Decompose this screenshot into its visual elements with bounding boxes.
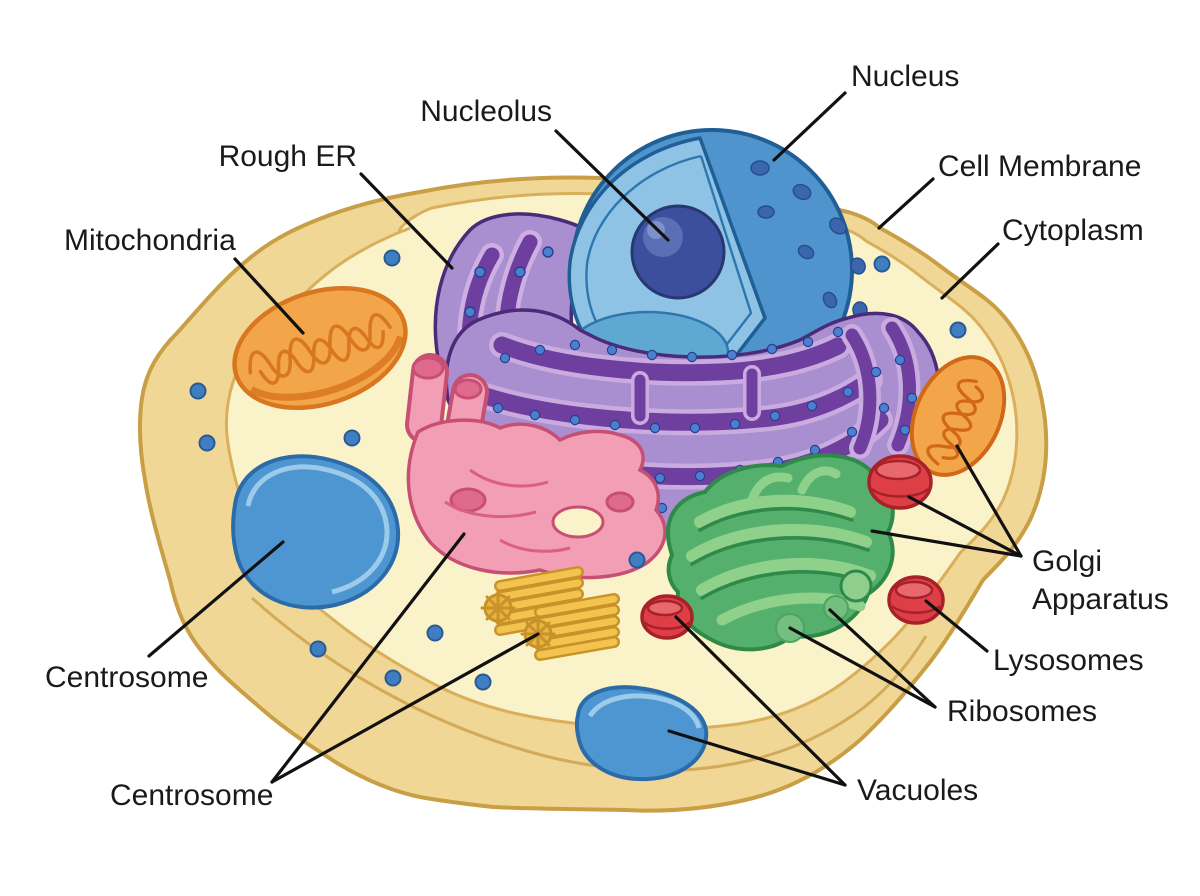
label-ribosomes: Ribosomes: [947, 695, 1097, 728]
leader-vacuoles-2: [667, 729, 847, 787]
leader-rough-er: [359, 172, 454, 270]
leader-lysosomes: [924, 599, 989, 653]
leader-ribosomes-1: [788, 626, 937, 709]
leader-vacuoles-1: [674, 615, 847, 787]
golgi-apparatus: [666, 453, 895, 652]
leader-lines: [147, 91, 1023, 787]
golgi-vesicle: [839, 569, 873, 603]
mitochondrion-left: [232, 285, 408, 411]
label-golgi-line1: Golgi: [1032, 545, 1102, 578]
centrioles: [480, 566, 620, 661]
mitochondrion-right: [909, 355, 1007, 477]
vacuole-left: [231, 454, 401, 610]
lysosome-center: [640, 594, 694, 640]
label-cytoplasm: Cytoplasm: [1002, 214, 1144, 247]
label-centrosome-left: Centrosome: [45, 661, 208, 694]
label-cell-membrane: Cell Membrane: [938, 150, 1141, 183]
label-centrosome-bottom: Centrosome: [110, 779, 273, 812]
leader-golgi-2: [907, 495, 1023, 558]
label-lysosomes: Lysosomes: [993, 644, 1144, 677]
leader-nucleus: [772, 91, 847, 162]
lysosome-upper-right: [867, 454, 933, 510]
labels: Nucleolus Nucleus Rough ER Mitochondria …: [45, 60, 1169, 812]
leader-centrosome-bottom-2: [270, 632, 540, 784]
cristae: [926, 378, 978, 466]
smooth-er: [405, 353, 667, 580]
label-nucleus: Nucleus: [851, 60, 959, 93]
leader-cytoplasm: [940, 242, 1000, 300]
lysosome-lower-right: [887, 575, 945, 625]
vacuole-bottom: [574, 685, 709, 782]
label-rough-er: Rough ER: [219, 140, 357, 173]
nucleus: [566, 128, 868, 412]
leader-golgi-1: [955, 444, 1023, 558]
cytoplasm-ribosome-dots: [189, 249, 967, 691]
leader-centrosome-left: [147, 540, 285, 658]
smooth-er-loop: [551, 505, 605, 539]
cristae: [248, 313, 392, 378]
centriole-bundle-1: [480, 566, 584, 636]
label-nucleolus: Nucleolus: [420, 95, 552, 128]
leader-ribosomes-2: [828, 608, 937, 709]
leader-centrosome-bottom-1: [270, 532, 466, 784]
label-vacuoles: Vacuoles: [857, 774, 978, 807]
label-golgi-line2: Apparatus: [1032, 583, 1169, 616]
leader-mitochondria: [233, 257, 305, 335]
leader-golgi-3: [870, 529, 1023, 558]
leader-nucleolus: [554, 129, 670, 242]
leader-cell-membrane: [877, 177, 935, 230]
label-mitochondria: Mitochondria: [64, 224, 236, 257]
